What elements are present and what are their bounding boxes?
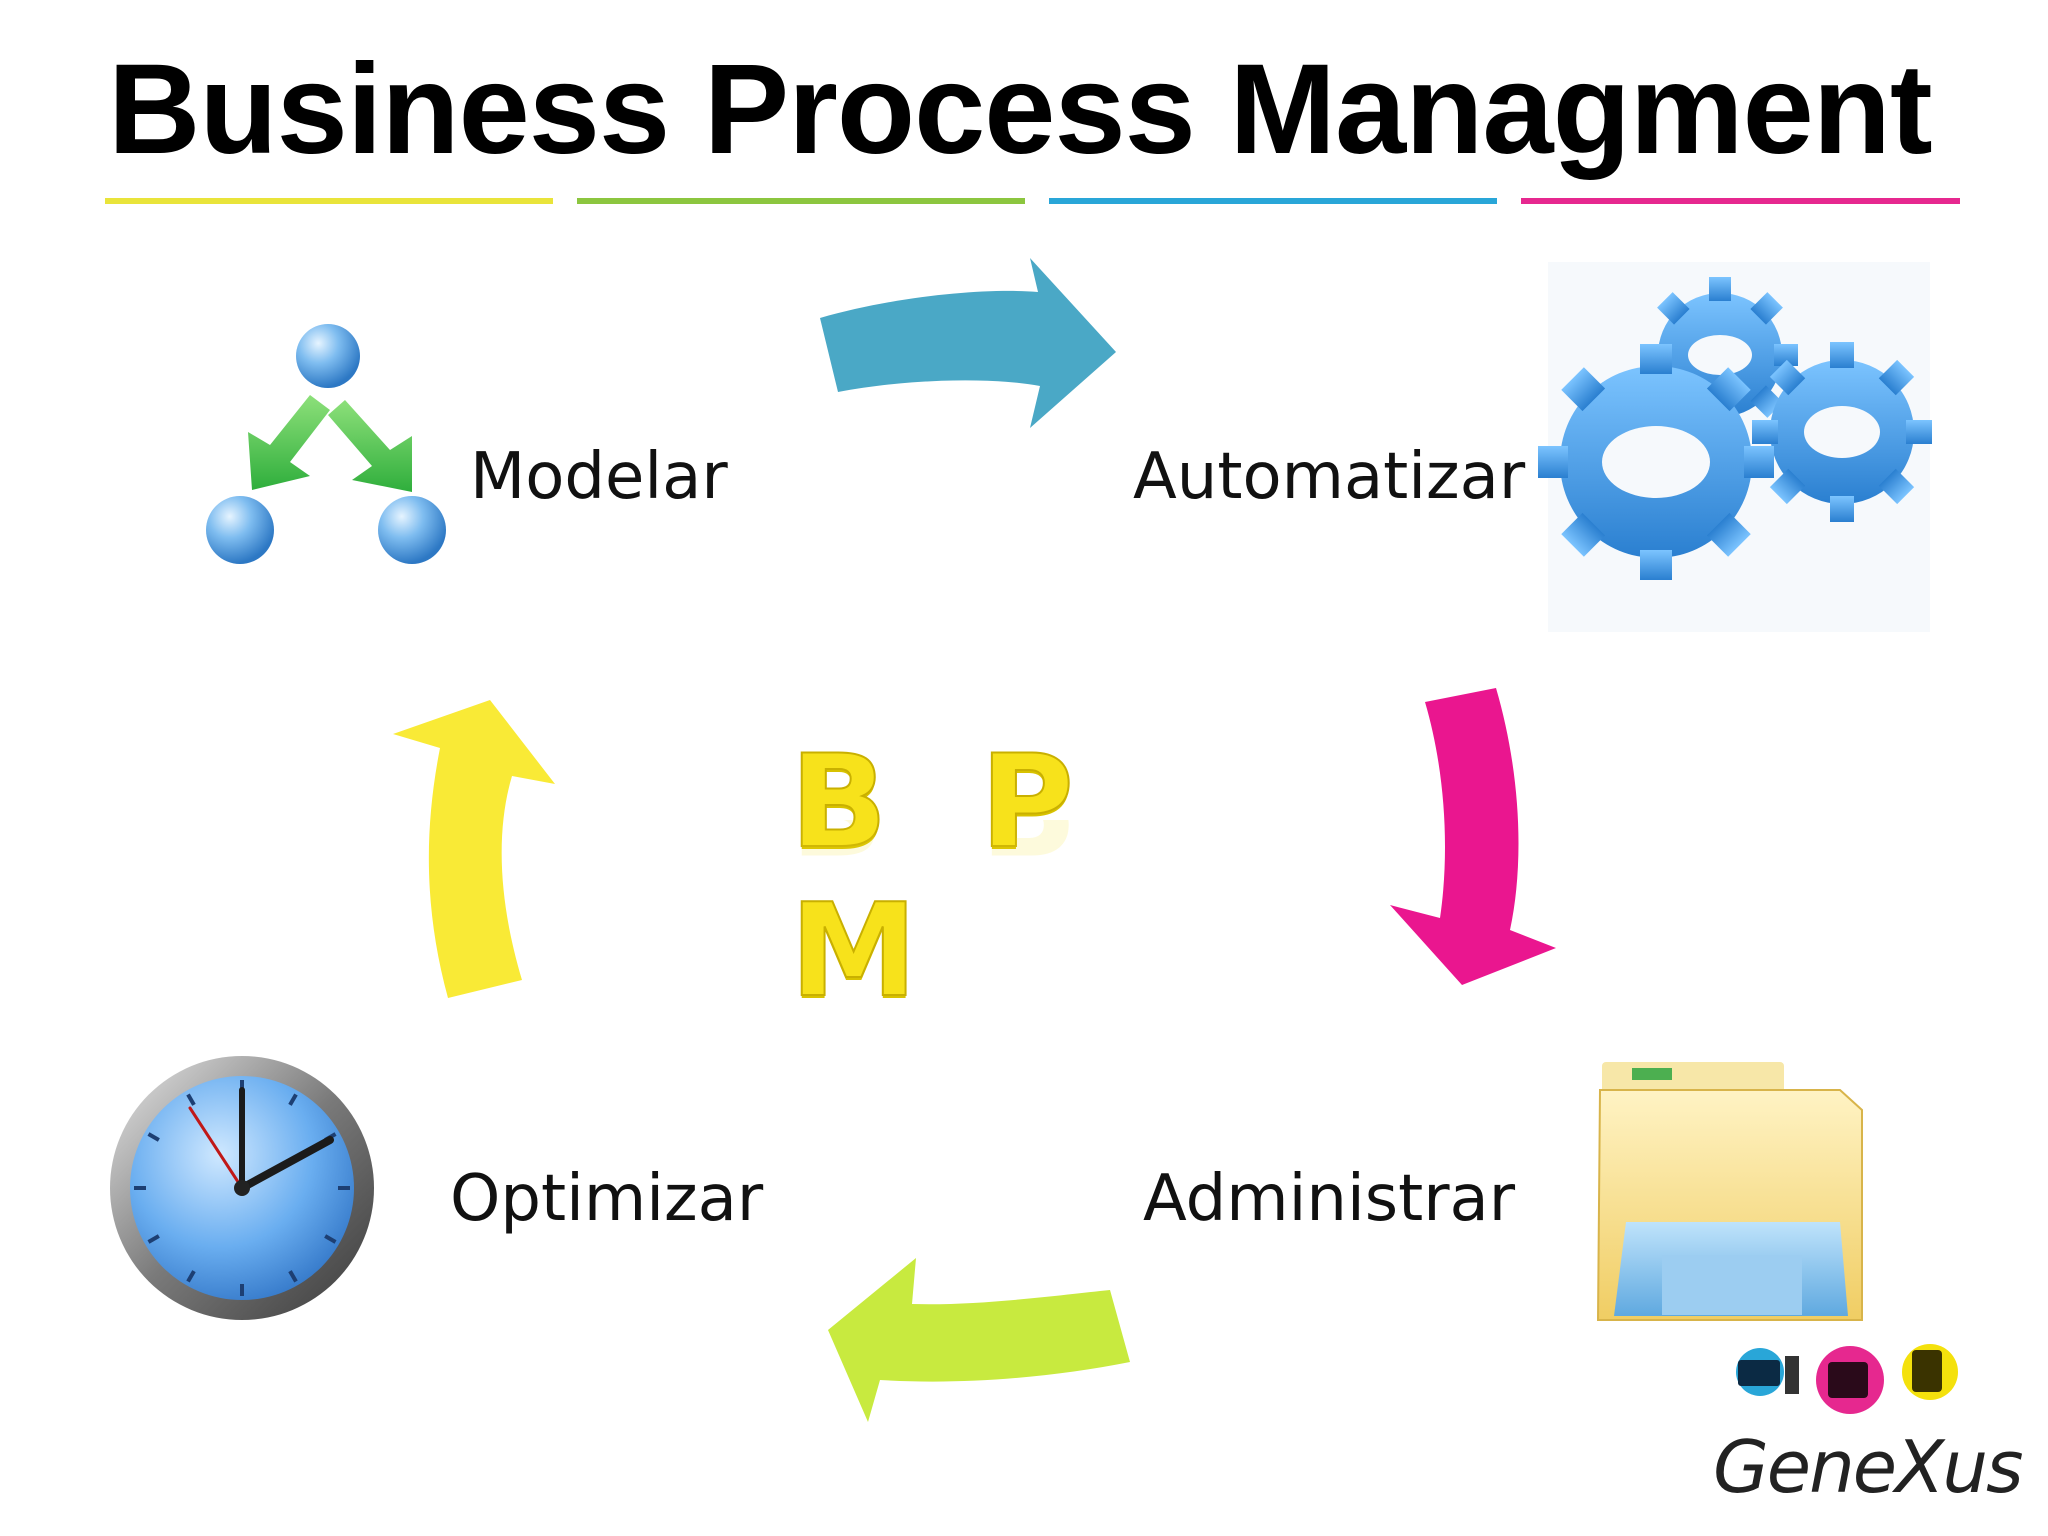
bpm-center-label: B P M (789, 727, 1098, 1027)
clock-tick (324, 1234, 337, 1244)
rule-blue (1049, 198, 1497, 204)
arrow-optimizar-to-modelar (393, 700, 555, 998)
step-label-administrar: Administrar (1143, 1162, 1516, 1236)
clock-icon (110, 1056, 374, 1320)
bpm-reflection: B P M (790, 820, 1190, 880)
arrow-modelar-to-automatizar (820, 258, 1116, 428)
genexus-logo-icon (1736, 1344, 1958, 1414)
title-underline (105, 198, 1960, 204)
arrow-administrar-to-optimizar (828, 1258, 1130, 1422)
step-label-modelar: Modelar (470, 440, 728, 514)
step-label-optimizar: Optimizar (450, 1162, 764, 1236)
step-label-automatizar: Automatizar (1133, 440, 1526, 514)
clock-tick (147, 1132, 160, 1142)
rule-pink (1521, 198, 1960, 204)
folder-icon (1596, 1062, 1863, 1321)
gears-icon (1538, 262, 1932, 632)
genexus-logo-text: GeneXus (1713, 1425, 2023, 1509)
rule-green (577, 198, 1025, 204)
clock-tick (186, 1093, 196, 1106)
rule-yellow (105, 198, 553, 204)
clock-tick (288, 1270, 298, 1283)
clock-tick (186, 1270, 196, 1283)
clock-tick (288, 1093, 298, 1106)
page-title: Business Process Managment (108, 38, 1933, 181)
clock-tick (147, 1234, 160, 1244)
network-nodes-icon (206, 324, 446, 564)
arrow-automatizar-to-administrar (1390, 688, 1556, 985)
